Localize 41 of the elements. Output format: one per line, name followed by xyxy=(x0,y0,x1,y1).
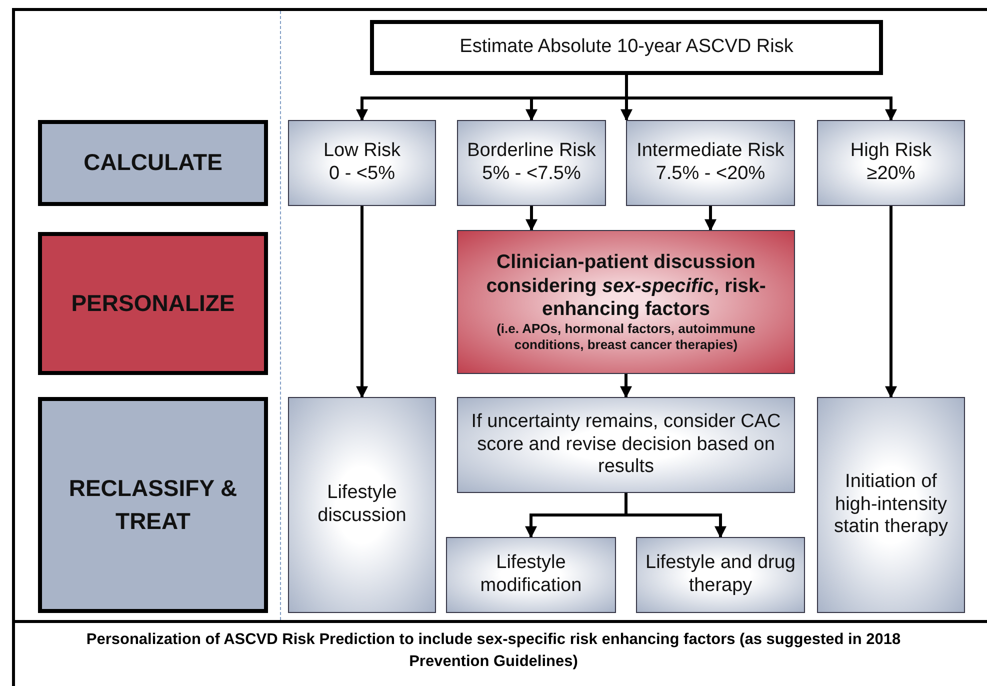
process-box xyxy=(636,537,805,613)
box-text: Low Risk xyxy=(322,140,402,163)
stage-label: CALCULATE xyxy=(82,148,224,178)
box-text: 0 - <5% xyxy=(328,163,396,186)
arrow xyxy=(526,206,538,232)
arrow xyxy=(620,374,632,398)
box-text: Borderline Risk xyxy=(466,140,597,163)
arrow xyxy=(885,206,897,398)
discussion-box xyxy=(457,230,795,374)
process-box xyxy=(457,120,606,206)
stage-label-box xyxy=(38,120,268,206)
process-box xyxy=(817,397,965,613)
process-box xyxy=(288,120,436,206)
box-text: Lifestyle discussion xyxy=(316,482,408,528)
process-box xyxy=(457,397,795,493)
box-text: 7.5% - <20% xyxy=(656,163,766,186)
stage-label: RECLASSIFY & TREAT xyxy=(68,474,238,536)
arrow xyxy=(704,206,716,232)
stage-label-box xyxy=(38,232,268,375)
box-text: Intermediate Risk xyxy=(636,140,784,163)
box-text: High Risk xyxy=(849,140,933,163)
arrow xyxy=(624,493,726,538)
caption: Personalization of ASCVD Risk Prediction to include sex-specific risk enhancing factors (as suggested in 2018 Prevention Guidelines) xyxy=(85,630,902,672)
arrow xyxy=(356,206,368,398)
box-text: If uncertainty remains, consider CAC score and revise decision based on results xyxy=(470,410,782,480)
arrow xyxy=(625,75,897,122)
example-note: (i.e. APOs, hormonal factors, autoimmune conditions, breast cancer therapies) xyxy=(496,321,756,353)
process-box xyxy=(626,120,795,206)
box-text: Estimate Absolute 10-year ASCVD Risk xyxy=(460,36,794,59)
start-box xyxy=(370,20,883,75)
box-text: Clinician-patient discussion considering sex-specific, risk-enhancing factors xyxy=(485,251,767,322)
box-text: Lifestyle modification xyxy=(479,552,583,598)
process-box xyxy=(817,120,965,206)
stage-label-box xyxy=(38,397,268,613)
process-box xyxy=(446,537,616,613)
box-text: 5% - <7.5% xyxy=(481,163,582,186)
box-text: ≥20% xyxy=(866,163,916,186)
stage-label: PERSONALIZE xyxy=(70,288,236,318)
box-text: Initiation of high-intensity statin therapy xyxy=(832,470,950,540)
box-text: Lifestyle and drug therapy xyxy=(644,552,796,598)
process-box xyxy=(288,397,436,613)
